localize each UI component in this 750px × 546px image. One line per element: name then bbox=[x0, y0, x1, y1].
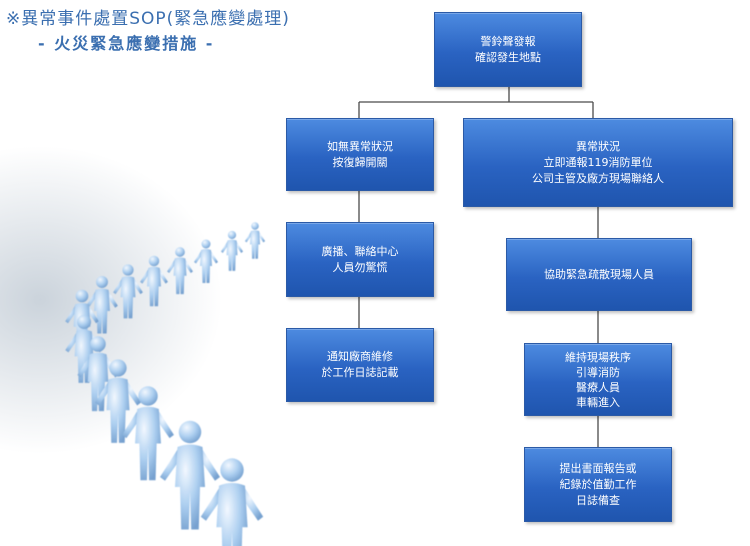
box-left-2: 廣播、聯絡中心 人員勿驚慌 bbox=[286, 222, 434, 297]
page-subtitle: - 火災緊急應變措施 - bbox=[38, 34, 215, 53]
box-line: 協助緊急疏散現場人員 bbox=[544, 267, 654, 281]
box-line: 警鈴聲發報 bbox=[480, 34, 536, 48]
box-line: 車輛進入 bbox=[576, 395, 620, 409]
box-line: 日誌備查 bbox=[576, 493, 620, 507]
box-line: 提出書面報告或 bbox=[559, 461, 637, 475]
box-line: 如無異常狀況 bbox=[327, 139, 393, 153]
page-title: ※異常事件處置SOP(緊急應變處理) bbox=[6, 9, 290, 29]
box-line: 紀錄於值勤工作 bbox=[559, 477, 637, 491]
box-line: 確認發生地點 bbox=[475, 50, 541, 64]
box-line: 人員勿驚慌 bbox=[332, 260, 388, 274]
box-line: 按復歸開關 bbox=[332, 155, 388, 169]
box-line: 於工作日誌記載 bbox=[321, 366, 399, 379]
box-right-1: 異常狀況 立即通報119消防單位 公司主管及廠方現場聯絡人 bbox=[463, 118, 733, 207]
box-line: 異常狀況 bbox=[576, 139, 620, 153]
box-right-2: 協助緊急疏散現場人員 bbox=[506, 238, 692, 311]
box-left-1: 如無異常狀況 按復歸開關 bbox=[286, 118, 434, 191]
box-right-4: 提出書面報告或 紀錄於值勤工作 日誌備查 bbox=[524, 447, 672, 522]
box-line: 引導消防 bbox=[576, 365, 620, 379]
box-left-3: 通知廠商維修 於工作日誌記載 bbox=[286, 328, 434, 402]
box-root: 警鈴聲發報 確認發生地點 bbox=[434, 12, 582, 87]
box-right-3: 維持現場秩序 引導消防 醫療人員 車輛進入 bbox=[524, 343, 672, 416]
box-line: 醫療人員 bbox=[576, 380, 620, 394]
box-line: 維持現場秩序 bbox=[565, 350, 631, 364]
box-line: 公司主管及廠方現場聯絡人 bbox=[532, 171, 664, 185]
box-line: 通知廠商維修 bbox=[327, 350, 393, 363]
box-line: 廣播、聯絡中心 bbox=[321, 244, 399, 258]
box-line: 立即通報119消防單位 bbox=[543, 155, 653, 169]
